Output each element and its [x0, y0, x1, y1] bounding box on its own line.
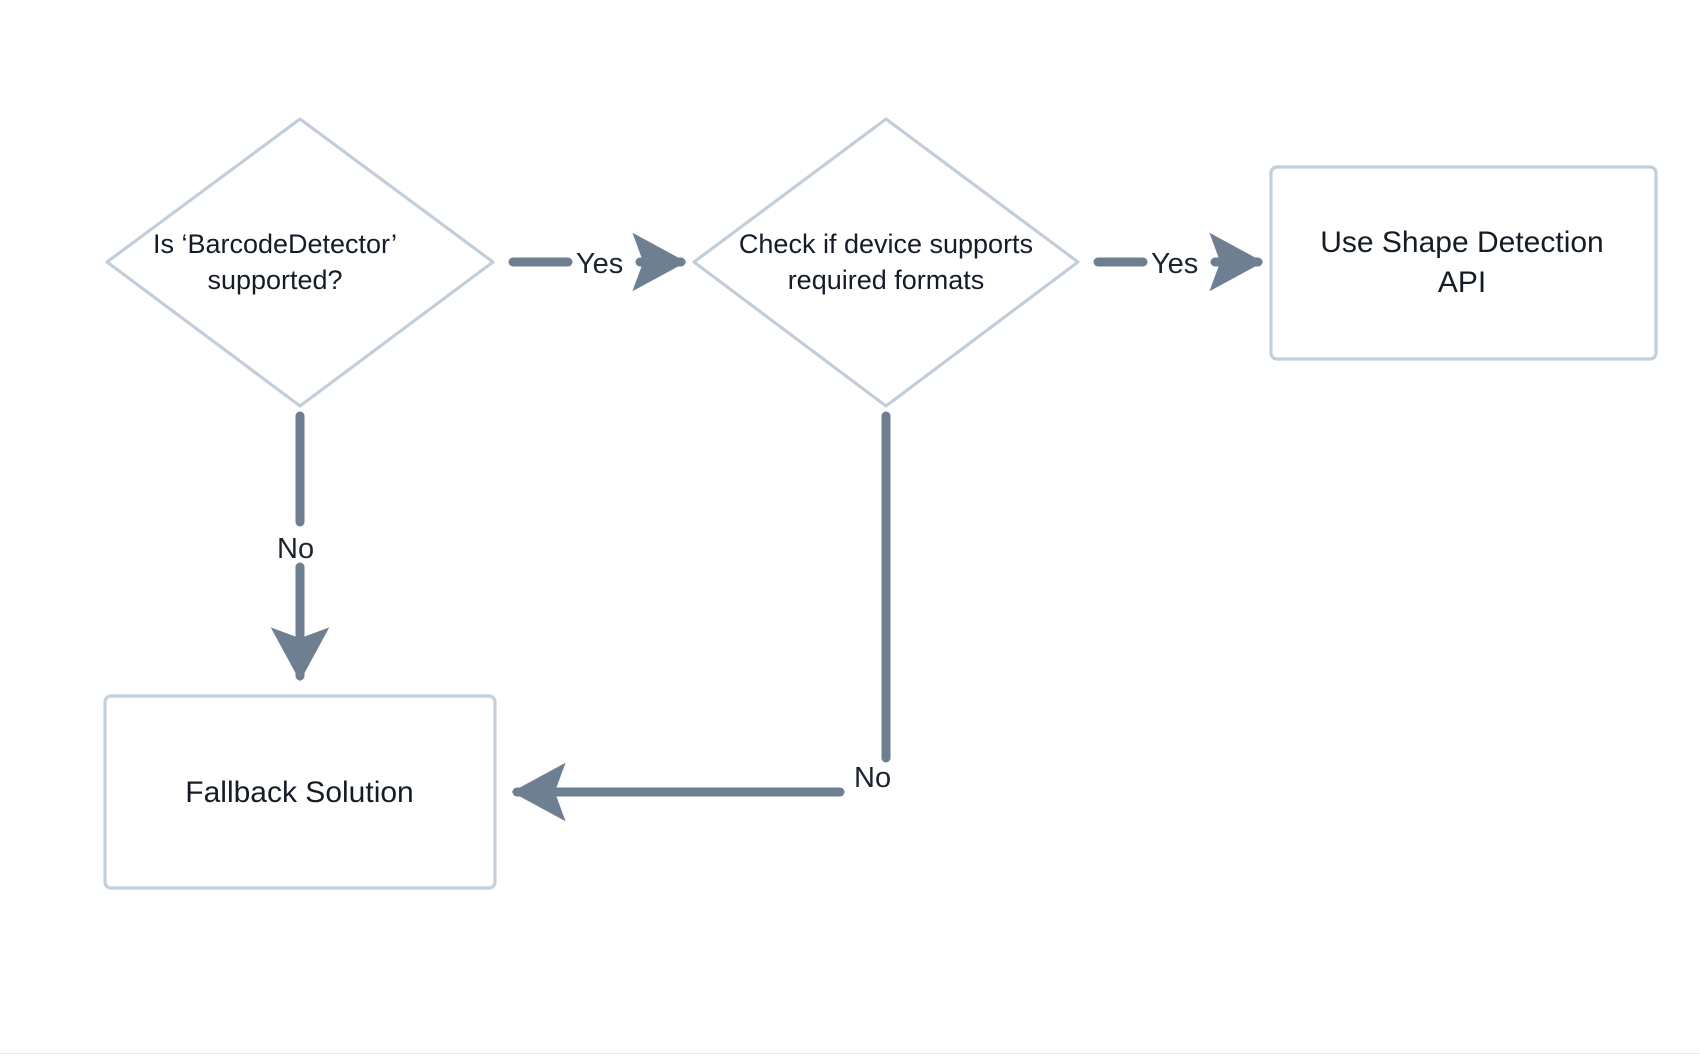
node-decision-device-formats[interactable]	[692, 117, 1080, 408]
node-process-use-shape-detection-api[interactable]	[1269, 165, 1658, 361]
edge-n2-to-n4	[511, 411, 891, 822]
node-process-fallback-solution[interactable]	[103, 694, 497, 890]
node-decision-barcodedetector[interactable]	[105, 117, 495, 408]
bottom-divider	[0, 1053, 1700, 1054]
